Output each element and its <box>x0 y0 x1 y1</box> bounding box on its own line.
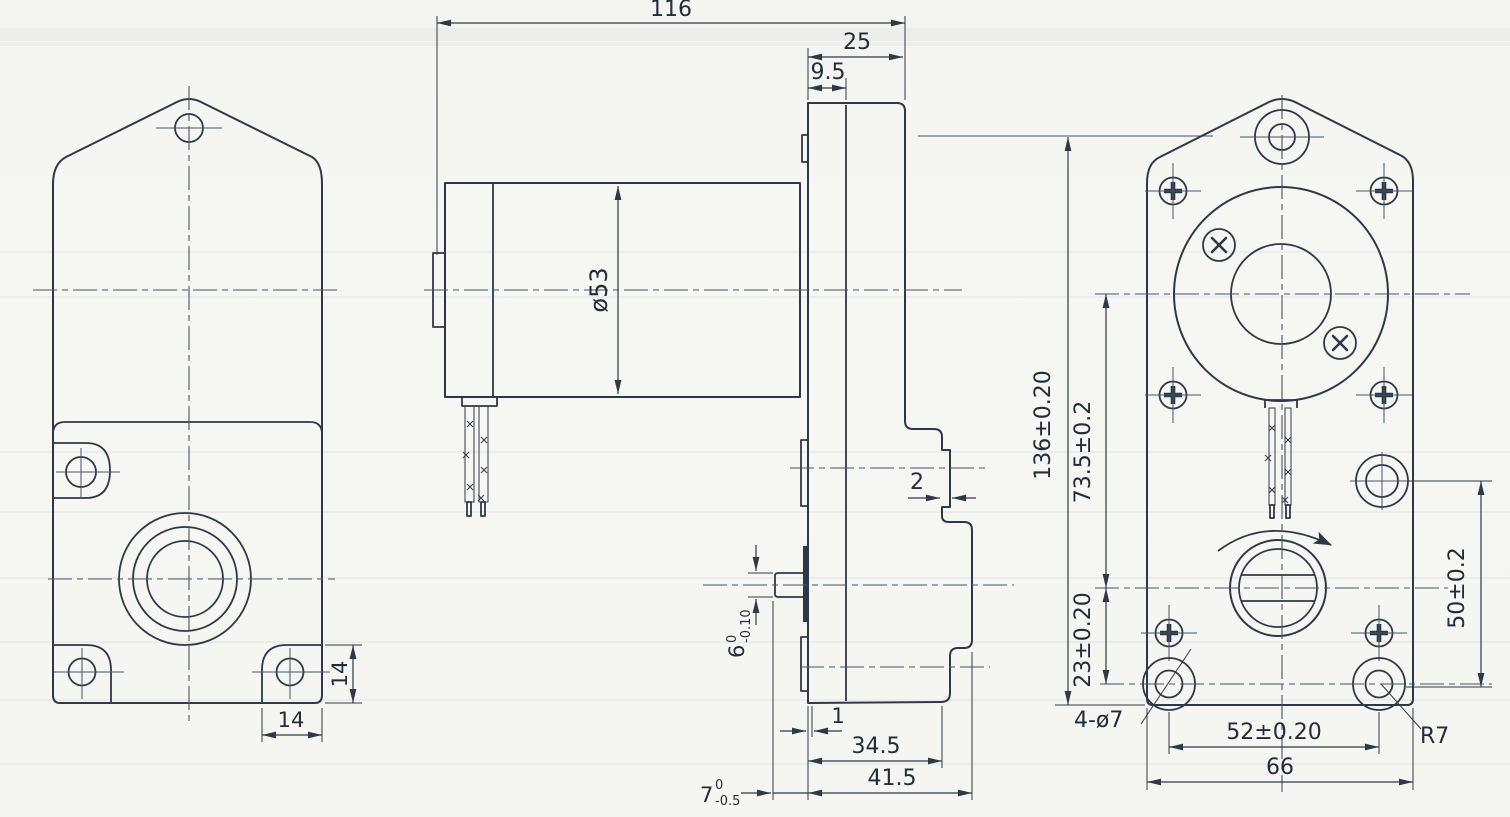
dim-overall-depth: 41.5 <box>807 652 973 800</box>
front-dim-ear-height: 14 <box>325 644 362 704</box>
dim-overall-width: 66 <box>1146 708 1414 790</box>
dim-overall-length: 116 <box>436 0 906 255</box>
dim-motor-diameter: ø53 <box>585 186 622 394</box>
dim-7-nominal: 7 <box>700 783 713 807</box>
dim-7-tol-lower: -0.5 <box>715 794 740 809</box>
front-centerlines <box>33 86 342 726</box>
dim-overall-height: 136±0.20 <box>1031 137 1145 706</box>
flange-plate <box>800 102 973 704</box>
dim-23: 23±0.20 <box>1071 592 1096 687</box>
front-upper-ear <box>53 442 111 499</box>
dim-lip: 1 <box>780 704 845 737</box>
dim-side-holes: 50±0.2 <box>1406 480 1492 688</box>
phillips-screw-ml <box>1145 367 1201 423</box>
rear-side-hole <box>1350 452 1414 510</box>
dim-25: 25 <box>843 30 871 55</box>
dim-6-tol-lower: -0.10 <box>739 609 754 643</box>
dim-gearbox-depth: 34.5 <box>808 706 943 768</box>
rear-centerlines <box>1095 95 1492 792</box>
dim-136: 136±0.20 <box>1031 370 1056 479</box>
dim-shaft-length: 7 0 -0.5 <box>700 601 808 809</box>
dim-mount-spacing: 52±0.20 <box>1168 712 1380 754</box>
dim-shaft-diameter: 6 0 -0.10 <box>725 545 773 658</box>
phillips-screw-mr <box>1356 367 1412 423</box>
dim-52: 52±0.20 <box>1226 720 1321 745</box>
front-body-outline <box>52 98 323 704</box>
dim-116: 116 <box>650 0 692 22</box>
front-dim-ear-width: 14 <box>261 708 323 742</box>
dim-plate-width: 25 <box>807 30 903 100</box>
side-centerlines <box>424 135 1213 668</box>
dim-motor-to-output: 73.5±0.2 <box>1071 294 1110 588</box>
phillips-screw-tr <box>1356 163 1412 219</box>
dim-motor-dia-label: ø53 <box>585 267 613 312</box>
dim-6-nominal: 6 <box>725 645 749 658</box>
label-4-dia7: 4-ø7 <box>1074 708 1123 733</box>
rear-view: 136±0.20 73.5±0.2 23±0.20 50±0.2 52±0.20… <box>1031 95 1492 792</box>
phillips-screw-tl <box>1145 163 1201 219</box>
dim-9-5: 9.5 <box>811 60 846 85</box>
front-ear-bottom-left <box>53 644 112 703</box>
dim-66: 66 <box>1266 755 1294 780</box>
dim-1: 1 <box>831 704 844 728</box>
motor-terminals <box>461 397 498 517</box>
note-mount-holes: 4-ø7 <box>1074 648 1192 733</box>
dim-34-5: 34.5 <box>852 734 901 759</box>
label-r7: R7 <box>1420 724 1449 749</box>
rotation-arrow <box>1217 530 1332 552</box>
rear-output-shaft <box>1217 530 1332 637</box>
front-view: 14 14 <box>33 86 362 742</box>
dim-cover-offset: 9.5 <box>808 60 847 100</box>
rear-terminals <box>1264 399 1298 519</box>
phillips-screw-br <box>1351 605 1407 661</box>
gearbox-split-line <box>52 421 323 435</box>
dim-ear-height: 14 <box>328 661 352 688</box>
x-screw-lower <box>1322 325 1358 361</box>
side-view: ø53 116 25 9.5 2 6 <box>424 0 1213 809</box>
dim-ear-width: 14 <box>278 708 305 732</box>
scan-artifacts <box>0 28 1510 765</box>
dim-50: 50±0.2 <box>1445 547 1470 628</box>
dim-73-5: 73.5±0.2 <box>1071 401 1096 503</box>
dim-7-tol-upper: 0 <box>715 778 723 793</box>
dim-output-to-mount: 23±0.20 <box>1071 588 1110 688</box>
dim-tab-thickness: 2 <box>908 470 976 502</box>
front-ear-bottom-right <box>261 644 322 703</box>
dim-41-5: 41.5 <box>868 766 917 791</box>
dim-6-tol-upper: 0 <box>725 635 740 643</box>
x-screw-upper <box>1201 227 1237 263</box>
dim-2: 2 <box>910 470 924 495</box>
note-corner-radius: R7 <box>1380 683 1449 749</box>
output-shaft-side <box>774 546 808 622</box>
